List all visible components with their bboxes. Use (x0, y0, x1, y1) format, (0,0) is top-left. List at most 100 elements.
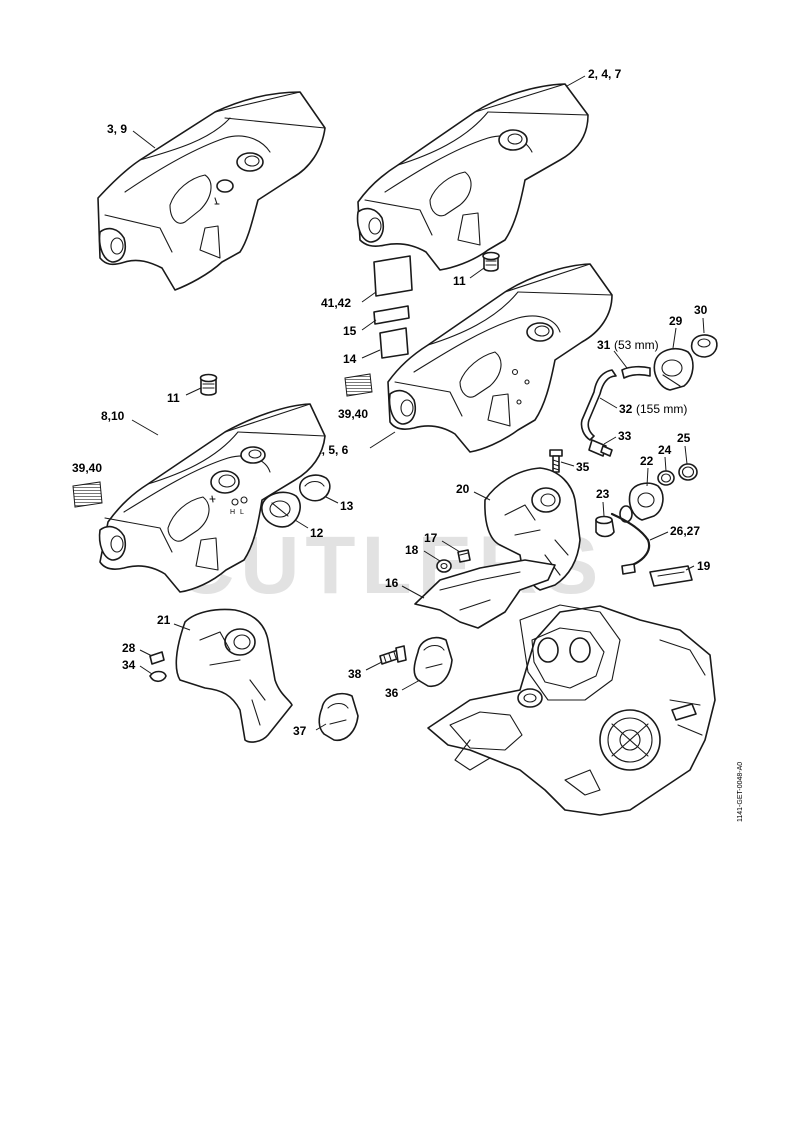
callout-35: 35 (576, 460, 590, 474)
clip-part-17[interactable] (457, 549, 471, 563)
filter-pad-part-39-40-left[interactable] (72, 481, 103, 508)
hose-part-32[interactable] (580, 369, 617, 441)
callout-32-size: (155 mm) (636, 402, 687, 416)
fitting-part-33[interactable] (588, 439, 613, 457)
cover-marking-h: H (230, 509, 235, 516)
leader-23 (602, 501, 605, 517)
label-part-41-42[interactable] (373, 255, 413, 297)
reference-code: 1141-GET-0048-A0 (737, 762, 744, 822)
leader-34 (139, 665, 153, 675)
shroud-part-20[interactable] (484, 467, 581, 591)
filter-pad-part-39-40-right[interactable] (344, 373, 373, 397)
leader-3-9 (132, 130, 156, 149)
callout-21: 21 (157, 613, 171, 627)
knob-part-11-lower[interactable] (199, 373, 218, 396)
ring-part-24[interactable] (657, 470, 675, 486)
cover-part-1-5-6[interactable] (387, 263, 613, 453)
leader-17 (441, 540, 461, 553)
cover-part-2-4-7[interactable] (356, 83, 589, 271)
leader-32 (599, 397, 618, 409)
callout-2-4-7: 2, 4, 7 (588, 67, 622, 81)
leader-25 (684, 445, 688, 465)
callout-11-upper: 11 (453, 274, 466, 288)
callout-26-27: 26,27 (670, 524, 700, 538)
guard-part-37[interactable] (318, 692, 359, 741)
callout-13: 13 (340, 499, 354, 513)
callout-16: 16 (385, 576, 399, 590)
leader-33 (603, 436, 617, 445)
callout-32: 32 (619, 402, 633, 416)
clip-part-28[interactable] (149, 651, 165, 665)
callout-24: 24 (658, 443, 672, 457)
leader-19 (685, 565, 695, 571)
callout-3-9: 3, 9 (107, 122, 127, 136)
leader-15 (361, 319, 377, 331)
guard-part-36[interactable] (413, 636, 453, 687)
leader-2-4-7 (566, 75, 586, 87)
hose-part-31[interactable] (621, 365, 651, 379)
callout-41-42: 41,42 (321, 296, 351, 310)
leader-38 (365, 661, 383, 671)
callout-33: 33 (618, 429, 632, 443)
callout-29: 29 (669, 314, 683, 328)
leader-36 (401, 679, 421, 691)
callout-31-size: (53 mm) (614, 338, 659, 352)
plate-part-19[interactable] (649, 565, 693, 587)
leader-8-10 (131, 419, 159, 436)
callout-25: 25 (677, 431, 691, 445)
leader-21 (173, 623, 191, 631)
leader-13 (325, 496, 339, 504)
cover-marking-l: L (240, 509, 244, 516)
housing-part-29[interactable] (653, 348, 694, 391)
leader-24 (664, 456, 667, 472)
callout-22: 22 (640, 454, 654, 468)
callout-38: 38 (348, 667, 362, 681)
pump-part-22[interactable] (619, 482, 664, 523)
screw-part-35[interactable] (549, 449, 563, 473)
side-cover-part-21[interactable] (175, 608, 293, 743)
clip-part-34[interactable] (149, 670, 167, 683)
cover-part-3-9[interactable] (97, 91, 326, 291)
valve-part-23[interactable] (595, 515, 615, 538)
leader-22 (646, 467, 649, 487)
callout-30: 30 (694, 303, 708, 317)
callout-17: 17 (424, 531, 438, 545)
leader-12 (294, 519, 309, 529)
cap-part-13[interactable] (299, 474, 331, 502)
callout-28: 28 (122, 641, 136, 655)
leader-1-5-6 (369, 431, 396, 449)
ring-part-25[interactable] (678, 463, 698, 481)
callout-31: 31 (597, 338, 611, 352)
label-part-14[interactable] (379, 327, 409, 359)
callout-20: 20 (456, 482, 470, 496)
leader-11-lower (185, 387, 202, 396)
leader-18 (423, 550, 441, 562)
callout-36: 36 (385, 686, 399, 700)
engine-assembly (427, 604, 716, 816)
bolt-part-38[interactable] (379, 645, 407, 665)
callout-23: 23 (596, 487, 610, 501)
leader-28 (139, 649, 153, 657)
knob-part-12[interactable] (261, 491, 301, 528)
baffle-part-16[interactable] (414, 559, 556, 629)
callout-39-40-left: 39,40 (72, 461, 102, 475)
leader-14 (361, 349, 381, 359)
callout-11-lower: 11 (167, 391, 180, 405)
leader-20 (473, 491, 491, 501)
leader-26-27 (649, 531, 669, 541)
cap-part-30[interactable] (690, 334, 718, 358)
leader-31 (613, 350, 628, 369)
callout-34: 34 (122, 658, 136, 672)
cover-part-8-10[interactable]: H L (98, 403, 326, 593)
line-part-26-27[interactable] (610, 512, 651, 575)
leader-30 (702, 317, 705, 334)
knob-part-11-upper[interactable] (482, 251, 500, 272)
label-part-15[interactable] (373, 305, 410, 325)
callout-39-40-right: 39,40 (338, 407, 368, 421)
leader-35 (560, 461, 575, 467)
callout-18: 18 (405, 543, 419, 557)
grommet-part-18[interactable] (436, 559, 452, 573)
callout-15: 15 (343, 324, 357, 338)
leader-37 (315, 723, 327, 731)
